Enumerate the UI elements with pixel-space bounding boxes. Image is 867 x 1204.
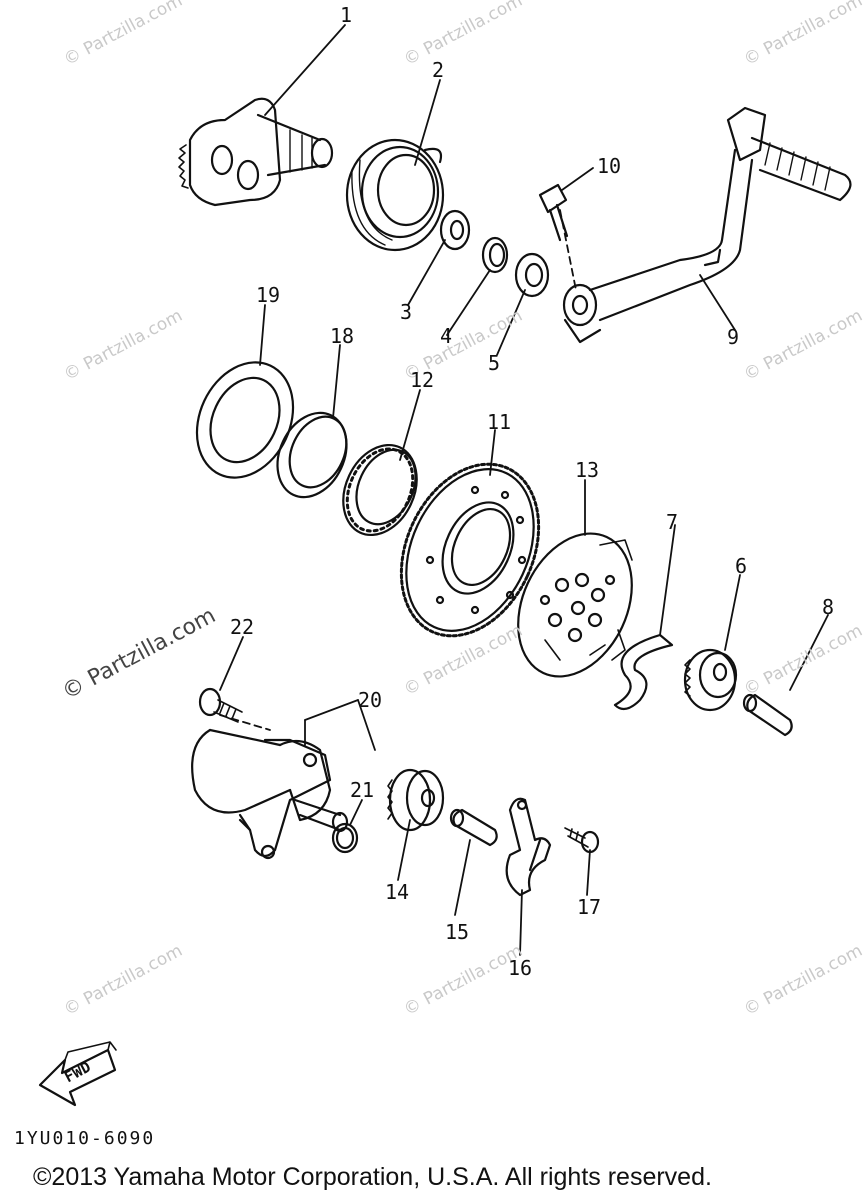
part-5-oil-seal (514, 252, 550, 298)
callout-12[interactable]: 12 (410, 368, 435, 392)
part-16-plate (505, 797, 552, 897)
leader-lines (219, 24, 829, 956)
callout-4[interactable]: 4 (440, 324, 453, 348)
callout-5[interactable]: 5 (488, 351, 501, 375)
callout-19[interactable]: 19 (256, 283, 281, 307)
callout-9[interactable]: 9 (727, 325, 740, 349)
callout-17[interactable]: 17 (577, 895, 602, 919)
copyright-notice: ©2013 Yamaha Motor Corporation, U.S.A. A… (33, 1163, 712, 1191)
part-19-thrust-washer (195, 361, 295, 479)
part-18-collar (276, 411, 348, 499)
part-15-shaft (449, 808, 498, 847)
part-14-gear (387, 768, 445, 832)
part-10-bolt (538, 183, 569, 242)
part-4-circlip (481, 236, 509, 274)
part-21-o-ring (331, 822, 359, 854)
callout-7[interactable]: 7 (666, 510, 679, 534)
callout-8[interactable]: 8 (822, 595, 835, 619)
part-2-kick-spring (345, 138, 445, 252)
callout-14[interactable]: 14 (385, 880, 410, 904)
callout-2[interactable]: 2 (432, 58, 445, 82)
callout-3[interactable]: 3 (400, 300, 413, 324)
callout-21[interactable]: 21 (350, 778, 375, 802)
part-7-clip (613, 633, 674, 711)
callout-1[interactable]: 1 (340, 3, 353, 27)
part-13-starter-clutch (517, 532, 633, 678)
part-9-kick-crank (562, 106, 852, 344)
part-20-starter-motor (191, 728, 349, 860)
callout-15[interactable]: 15 (445, 920, 470, 944)
callout-18[interactable]: 18 (330, 324, 355, 348)
callout-16[interactable]: 16 (508, 956, 533, 980)
part-12-needle-bearing (342, 443, 418, 537)
part-3-washer (439, 209, 471, 251)
callout-22[interactable]: 22 (230, 615, 255, 639)
callout-10[interactable]: 10 (597, 154, 622, 178)
callout-6[interactable]: 6 (735, 554, 748, 578)
part-8-shaft (742, 693, 793, 737)
part-6-idler-gear (683, 648, 738, 712)
part-17-screw (564, 827, 600, 854)
callout-11[interactable]: 11 (487, 410, 512, 434)
part-22-bolt (198, 687, 243, 723)
callout-13[interactable]: 13 (575, 458, 600, 482)
callout-20[interactable]: 20 (358, 688, 383, 712)
part-11-starter-wheel-gear (399, 462, 541, 638)
part-1-kick-shaft (178, 97, 334, 207)
diagram-code: 1YU010-6090 (14, 1128, 156, 1149)
fwd-arrow-icon (38, 1041, 117, 1107)
